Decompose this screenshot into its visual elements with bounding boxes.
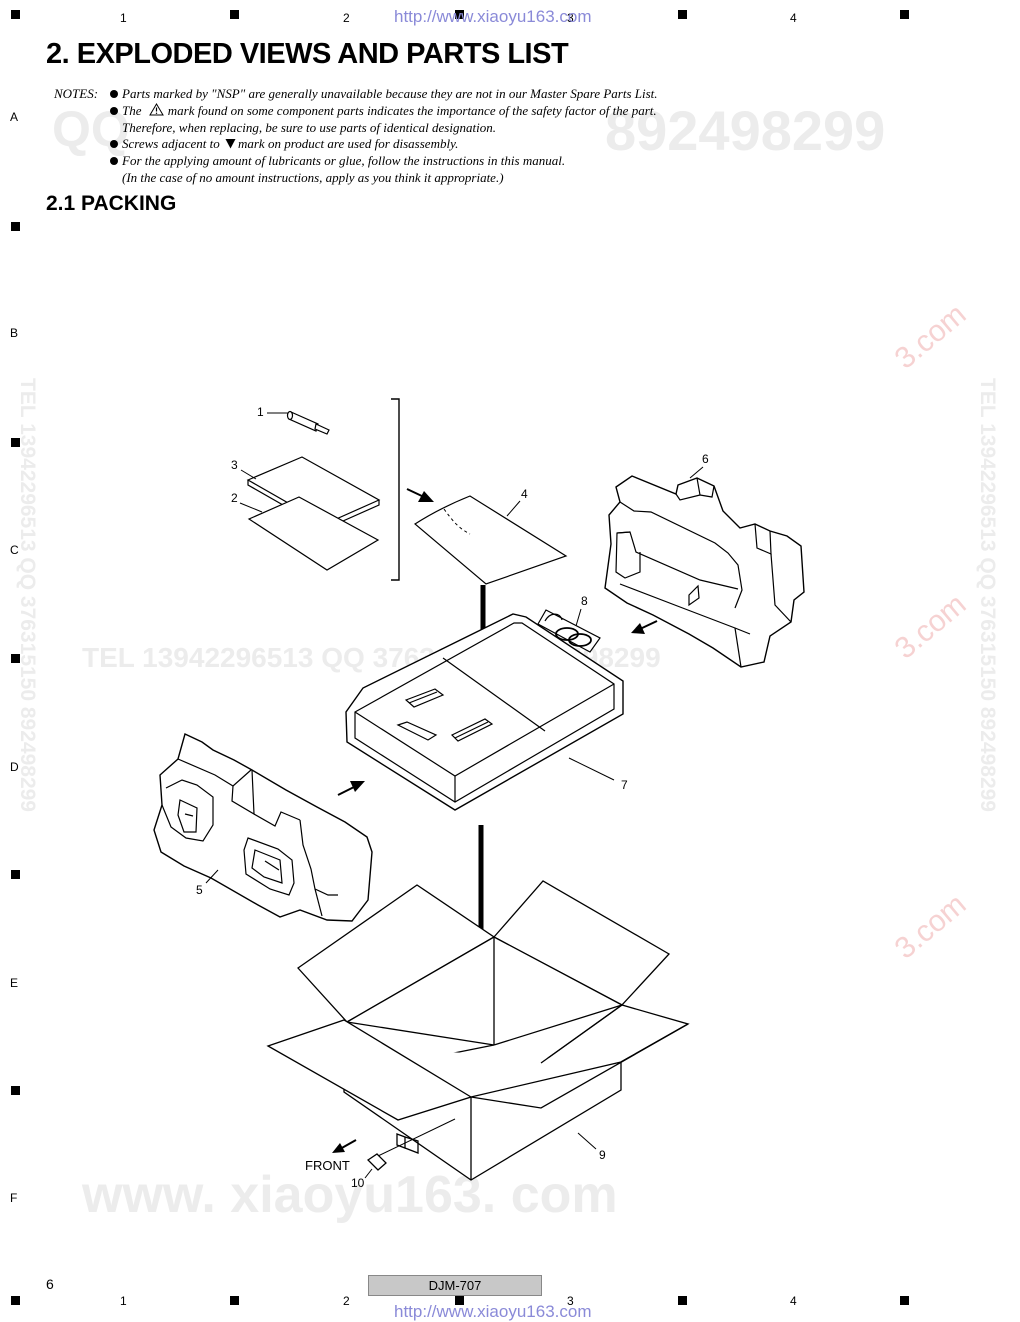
down-triangle-icon xyxy=(225,139,236,149)
bullet-icon xyxy=(110,140,118,148)
part-4-bag xyxy=(413,495,568,585)
row-letter: D xyxy=(10,760,19,774)
ruler-mark xyxy=(900,10,909,19)
note-line: Parts marked by "NSP" are generally unav… xyxy=(110,86,658,103)
ruler-mark xyxy=(678,1296,687,1305)
ruler-mark xyxy=(11,654,20,663)
callout-2: 2 xyxy=(231,491,238,505)
part-5-cushion xyxy=(153,733,373,922)
note-line: For the applying amount of lubricants or… xyxy=(110,153,565,170)
row-letter: A xyxy=(10,110,19,124)
column-number: 3 xyxy=(567,1294,574,1308)
part-7-unit xyxy=(345,613,624,811)
callout-8: 8 xyxy=(581,594,588,608)
callout-7: 7 xyxy=(621,778,628,792)
bullet-icon xyxy=(110,157,118,165)
ruler-mark xyxy=(11,1296,20,1305)
arrow-from-left-cushion xyxy=(337,781,365,796)
callout-5: 5 xyxy=(196,883,203,897)
column-number: 2 xyxy=(343,11,350,25)
watermark-qq-right: 892498299 xyxy=(605,99,886,162)
note-line: Screws adjacent to mark on product are u… xyxy=(110,136,458,153)
arrow-from-right-cushion xyxy=(631,620,658,634)
part-8-cable xyxy=(537,608,601,653)
front-label: FRONT xyxy=(305,1158,350,1173)
part-9-carton xyxy=(266,880,690,1181)
row-letter: E xyxy=(10,976,19,990)
ruler-mark xyxy=(455,1296,464,1305)
row-letter: B xyxy=(10,326,19,340)
callout-4: 4 xyxy=(521,487,528,501)
part-6-cushion xyxy=(604,466,805,668)
section-title: 2.1 PACKING xyxy=(46,192,177,215)
ruler-mark xyxy=(230,1296,239,1305)
arrow-to-bag xyxy=(406,488,434,502)
ruler-mark xyxy=(900,1296,909,1305)
column-number: 4 xyxy=(790,1294,797,1308)
column-number: 2 xyxy=(343,1294,350,1308)
ruler-mark xyxy=(11,10,20,19)
accessory-bracket xyxy=(391,398,400,581)
ruler-mark xyxy=(11,438,20,447)
column-number: 1 xyxy=(120,11,127,25)
ruler-mark xyxy=(678,10,687,19)
note-line: Therefore, when replacing, be sure to us… xyxy=(122,120,496,135)
page-title: 2. EXPLODED VIEWS AND PARTS LIST xyxy=(46,38,569,70)
front-arrow xyxy=(332,1139,357,1153)
notes-label: NOTES: xyxy=(54,86,99,101)
row-letter: F xyxy=(10,1191,18,1205)
ruler-mark xyxy=(455,10,464,19)
watermark-www: www. xiaoyu163. com xyxy=(82,1166,618,1224)
bullet-icon xyxy=(110,107,118,115)
model-name: DJM-707 xyxy=(368,1275,542,1296)
part-2-sheet xyxy=(239,496,380,571)
note-line: (In the case of no amount instructions, … xyxy=(122,170,504,185)
column-number: 3 xyxy=(567,11,574,25)
ruler-mark xyxy=(11,222,20,231)
callout-1: 1 xyxy=(257,405,264,419)
callout-6: 6 xyxy=(702,452,709,466)
note-line: The mark found on some component parts i… xyxy=(110,103,657,120)
ruler-mark xyxy=(11,870,20,879)
header-url[interactable]: http://www.xiaoyu163.com xyxy=(394,7,592,26)
row-letter: C xyxy=(10,543,19,557)
ruler-mark xyxy=(230,10,239,19)
warning-triangle-icon xyxy=(148,103,164,116)
column-number: 1 xyxy=(120,1294,127,1308)
callout-10: 10 xyxy=(351,1176,365,1190)
part-1-plug xyxy=(267,410,330,435)
watermark-vertical-right: TEL 13942296513 QQ 376315150 892498299 xyxy=(976,378,999,812)
column-number: 4 xyxy=(790,11,797,25)
callout-3: 3 xyxy=(231,458,238,472)
footer-url[interactable]: http://www.xiaoyu163.com xyxy=(394,1302,592,1321)
page-number: 6 xyxy=(46,1276,54,1292)
callout-9: 9 xyxy=(599,1148,606,1162)
bullet-icon xyxy=(110,90,118,98)
ruler-mark xyxy=(11,1086,20,1095)
watermark-vertical-left: TEL 13942296513 QQ 376315150 892498299 xyxy=(16,378,39,812)
